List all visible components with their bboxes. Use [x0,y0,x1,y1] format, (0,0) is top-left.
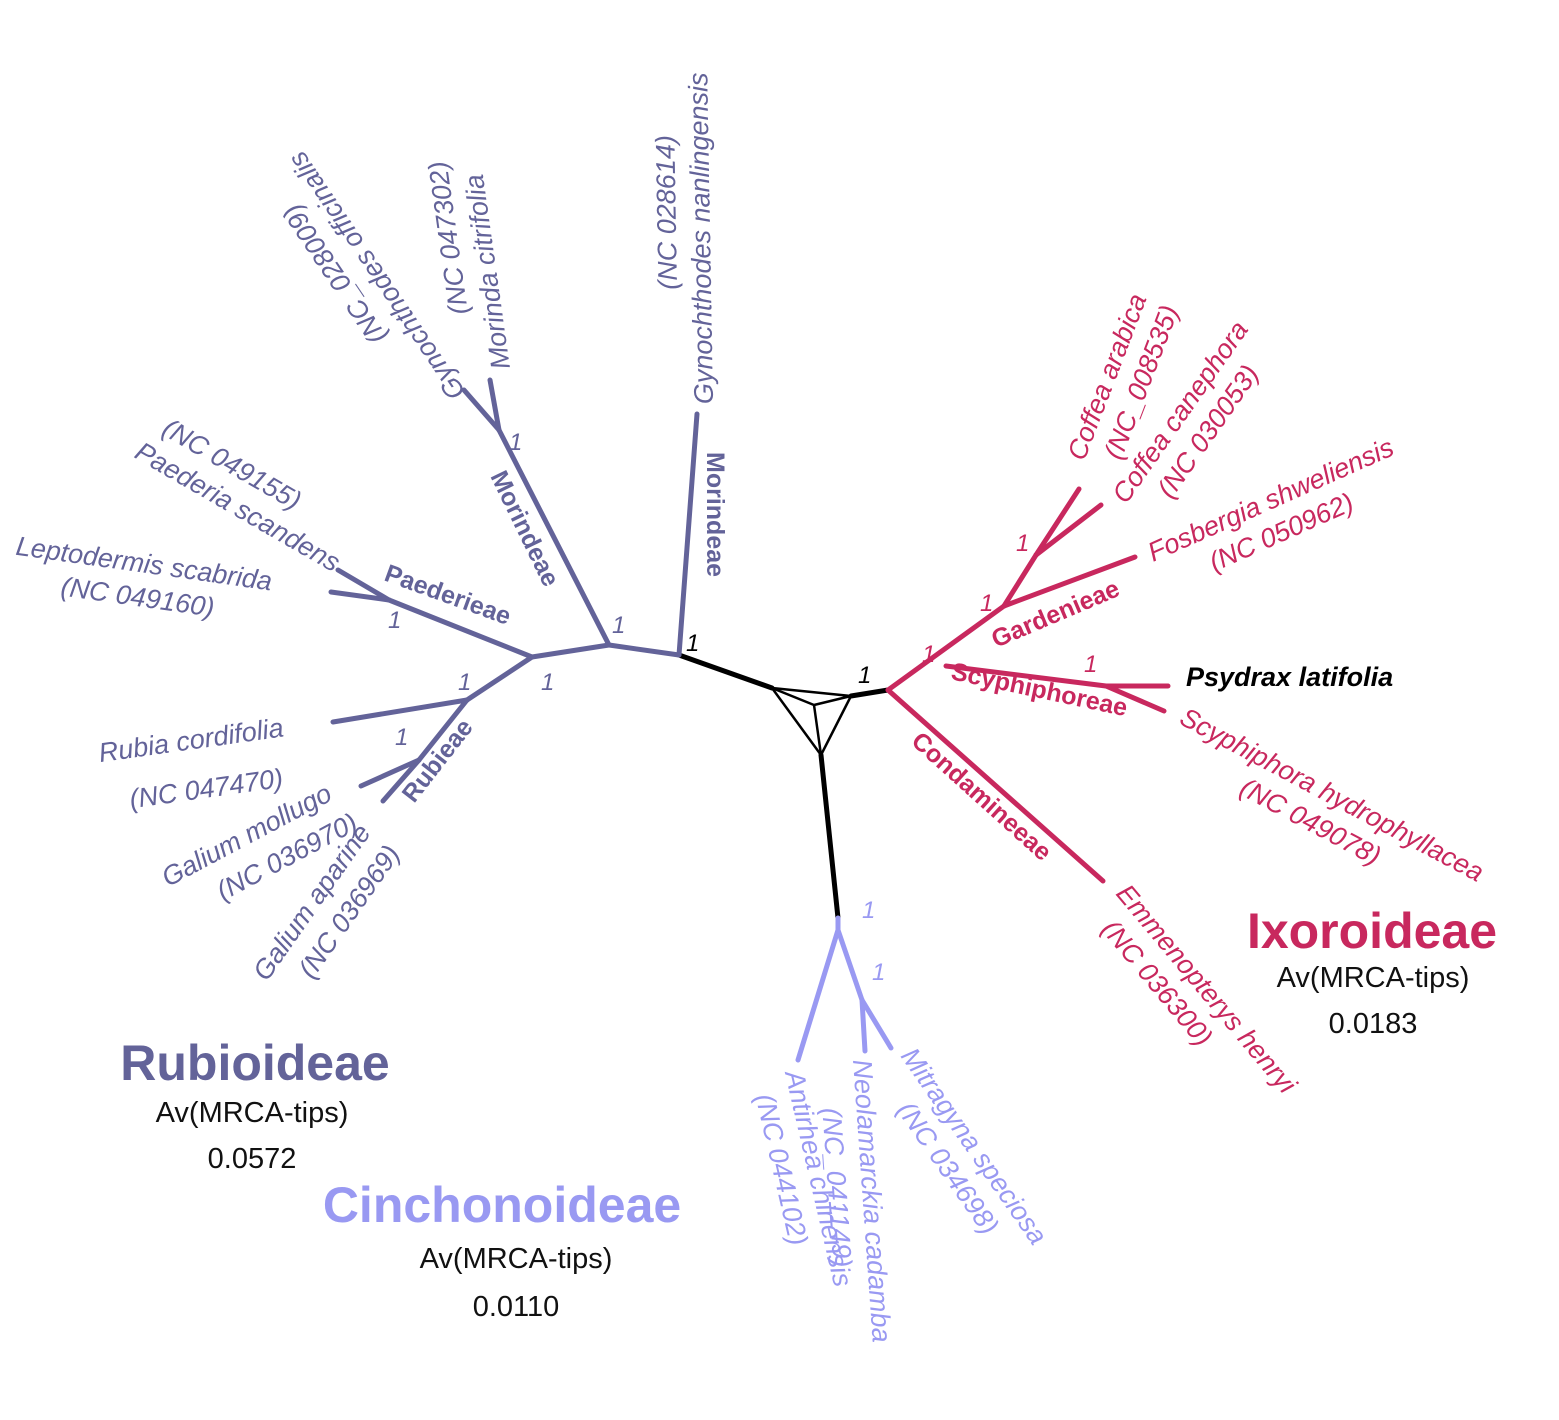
branch-to-gardenieae-node [885,603,1007,693]
branch-fosbergia-shweliensis [1001,554,1138,609]
tribe-morindeae-right: Morindeae [701,452,729,577]
support-paederieae-rubieae: 1 [541,669,554,696]
support-galium-node: 1 [395,724,408,751]
backbone-cinchonoideae-stem [818,752,841,921]
backbone-network-inner [770,686,853,757]
backbone-ixoroideae-stem [848,687,891,699]
branch-coffea-arabica [1033,486,1082,558]
branch-coffea-canephora [1033,502,1104,558]
support-scyphiphoreae-node: 1 [1084,651,1097,678]
cinchonoideae-tip-labels: Antirhea chinensis (NC 044102) Neolamarc… [750,1042,1053,1343]
support-paederieae-node: 1 [388,607,401,634]
tip-mitragyna-speciosa: Mitragyna speciosa (NC 034698) [891,1042,1053,1250]
subfamily-cinchonoideae-stat-value: 0.0110 [473,1291,560,1323]
tribe-scyphiphoreae: Scyphiphoreae [949,657,1130,722]
branch-to-morinda-node [496,427,612,648]
branch-scyphiphora-hydrophyllacea [1103,683,1167,714]
support-neolamarckia-node: 1 [872,959,885,986]
branch-emmenopterys-henryi [885,687,1106,884]
branch-to-galium-node [416,697,470,763]
support-rubioideae-crown: 1 [612,612,625,639]
branch-mitragyna-speciosa [859,997,894,1051]
tip-scyphiphora-hydrophyllacea: Scyphiphora hydrophyllacea (NC 049078) [1175,702,1489,888]
support-ixoroideae-crown: 1 [922,641,935,668]
branch-galium-mollugo [358,757,422,789]
branch-to-neolamarckia-node [835,927,865,1003]
tribe-condamineeae: Condamineeae [906,727,1057,867]
branch-gynochthodes-nanlingensis [676,411,700,658]
support-rubioideae-root: 1 [686,630,699,657]
support-ixoroideae-root: 1 [858,662,871,689]
rubioideae-branches [328,377,700,804]
support-values: 1 1 1 1 1 1 1 1 1 1 1 1 1 1 [388,429,1097,986]
subfamily-rubioideae-stat-value: 0.0572 [208,1143,297,1175]
branch-rubioideae-crown [606,642,682,658]
support-gardenieae-node: 1 [980,590,993,617]
branch-morinda-citrifolia [487,377,502,433]
tip-accession: (NC 028614) [650,135,683,290]
backbone-network-outer [770,686,853,757]
ixoroideae-branches [885,486,1171,884]
subfamily-cinchonoideae-label: Cinchonoideae [323,1177,681,1233]
tip-neolamarckia-cadamba: Neolamarckia cadamba (NC_041149) [816,1058,897,1343]
tribe-rubieae: Rubieae [397,714,479,808]
subfamily-ixoroideae-label: Ixoroideae [1247,903,1497,959]
tip-name: Gynochthodes nanlingensis [683,72,719,404]
branch-neolamarckia-cadamba [859,997,868,1054]
tip-psydrax-latifolia: Psydrax latifolia [1186,662,1393,692]
branch-leptodermis-scabrida [328,589,392,603]
branch-to-coffea-node [1001,552,1039,609]
branch-rubia-cordifolia [330,697,470,725]
tip-name: Rubia cordifolia [97,713,285,769]
backbone-rubioideae-stem [676,652,775,691]
cinchonoideae-branches [795,915,894,1063]
subfamily-rubioideae: Rubioideae Av(MRCA-tips) 0.0572 [120,1035,389,1175]
branch-paederia-scandens [335,567,392,603]
tip-name: Neolamarckia cadamba [847,1058,897,1343]
branch-to-paederieae-node [386,597,535,660]
subfamily-cinchonoideae: Cinchonoideae Av(MRCA-tips) 0.0110 [323,1177,681,1323]
subfamily-ixoroideae-stat-value: 0.0183 [1329,1008,1418,1040]
branch-to-rubieae-node [464,654,535,703]
branch-to-scyphiphoreae-node [943,663,1109,689]
support-cinchonoideae-crown: 1 [862,897,875,924]
subfamily-cinchonoideae-stat-label: Av(MRCA-tips) [420,1243,613,1275]
support-morindeae-node: 1 [509,429,522,456]
subfamily-rubioideae-label: Rubioideae [120,1035,389,1091]
subfamily-ixoroideae: Ixoroideae Av(MRCA-tips) 0.0183 [1247,903,1497,1040]
tip-leptodermis-scabrida: Leptodermis scabrida (NC 049160) [14,531,274,623]
subfamily-rubioideae-stat-label: Av(MRCA-tips) [156,1097,349,1129]
branch-galium-aparine [380,757,422,804]
branch-antirhea-chinensis [795,927,841,1063]
tip-accession: (NC 047470) [128,763,285,814]
branch-to-paederieae-rubieae [529,642,612,660]
tip-gynochthodes-nanlingensis: Gynochthodes nanlingensis (NC 028614) [650,72,719,404]
rubioideae-tip-labels: Gynochthodes nanlingensis (NC 028614) Mo… [14,72,719,986]
support-coffea-node: 1 [1016,530,1029,557]
tip-rubia-cordifolia: Rubia cordifolia (NC 047470) [97,713,285,815]
support-rubieae-node: 1 [458,669,471,696]
subfamily-ixoroideae-stat-label: Av(MRCA-tips) [1277,962,1470,994]
tip-name: Scyphiphora hydrophyllacea [1175,702,1489,888]
backbone-branches [676,652,891,921]
branch-gynochthodes-officinalis [461,387,502,433]
